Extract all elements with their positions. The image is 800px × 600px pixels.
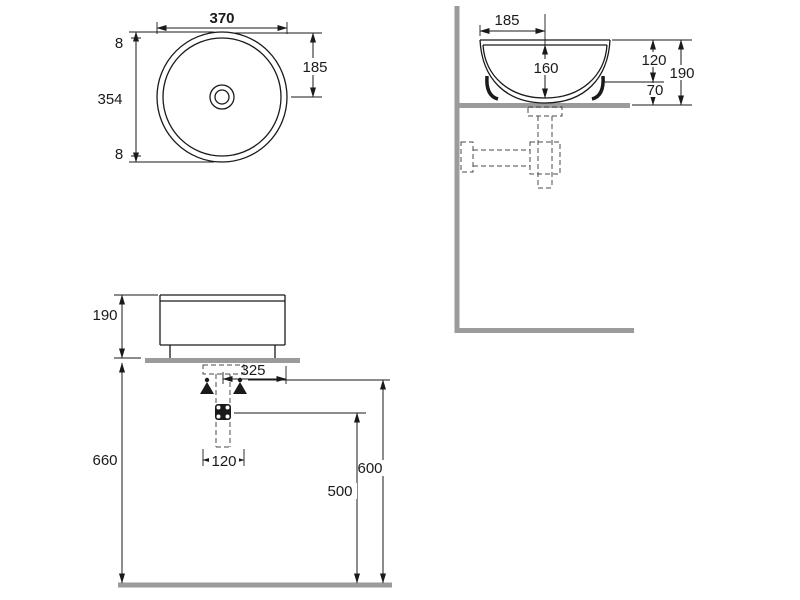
- water-supply-symbol-left: [200, 382, 214, 394]
- side-view: 185 160 120 70 190: [454, 6, 697, 333]
- dim-top-center-offset: 185: [232, 32, 330, 98]
- basin-outer-rim-top: [156, 31, 288, 163]
- basin-inner-rim-top: [162, 37, 282, 157]
- dim-side-edge-to-drain: 185: [479, 12, 546, 45]
- dim-front-lateral: 325: [222, 362, 287, 384]
- mounting-bracket-right: [591, 75, 605, 101]
- top-view: 370 8 354 8 185: [97, 10, 330, 163]
- plumbing-trap-side: [460, 106, 563, 189]
- dim-label-325: 325: [240, 362, 265, 379]
- dim-front-height: 190: [92, 294, 158, 359]
- water-supply-symbol-right: [233, 382, 247, 394]
- dim-side-heights: 120 70 190: [604, 39, 697, 106]
- dim-label-354: 354: [97, 91, 122, 108]
- drain-outer-top: [209, 84, 235, 110]
- dim-label-8-top: 8: [115, 35, 123, 52]
- dim-label-120-front: 120: [211, 453, 236, 470]
- front-view: 190 660 325 120 600: [92, 294, 392, 588]
- dim-top-width: 370: [156, 10, 288, 34]
- dim-label-190-front: 190: [92, 307, 117, 324]
- dim-label-120-side: 120: [641, 52, 666, 69]
- dim-label-185-top-view: 185: [302, 59, 327, 76]
- drain-inner-top: [214, 89, 230, 105]
- dim-label-660: 660: [92, 452, 117, 469]
- dim-front-counter-to-floor: 660: [92, 362, 125, 584]
- dim-front-drain-height: 500: [234, 412, 366, 584]
- dim-front-trap-width: 120: [202, 449, 245, 470]
- basin-profile-front: [159, 294, 286, 358]
- dim-label-370: 370: [209, 10, 234, 27]
- dim-label-185-side: 185: [494, 12, 519, 29]
- dim-label-600: 600: [357, 460, 382, 477]
- supply-dot-left: [204, 377, 210, 383]
- dim-top-vertical-chain: 8 354 8: [97, 31, 214, 163]
- dim-label-160: 160: [533, 60, 558, 77]
- drain-outlet-symbol: [215, 404, 231, 420]
- mounting-symbols: [200, 377, 247, 420]
- mounting-bracket-left: [485, 75, 499, 101]
- dim-front-supply-height: 600: [248, 379, 390, 584]
- dim-label-500: 500: [327, 483, 352, 500]
- dim-side-bowl-depth: 160: [531, 44, 561, 99]
- dim-label-190-side: 190: [669, 65, 694, 82]
- dim-label-8-bottom: 8: [115, 146, 123, 163]
- dim-label-70: 70: [647, 82, 664, 99]
